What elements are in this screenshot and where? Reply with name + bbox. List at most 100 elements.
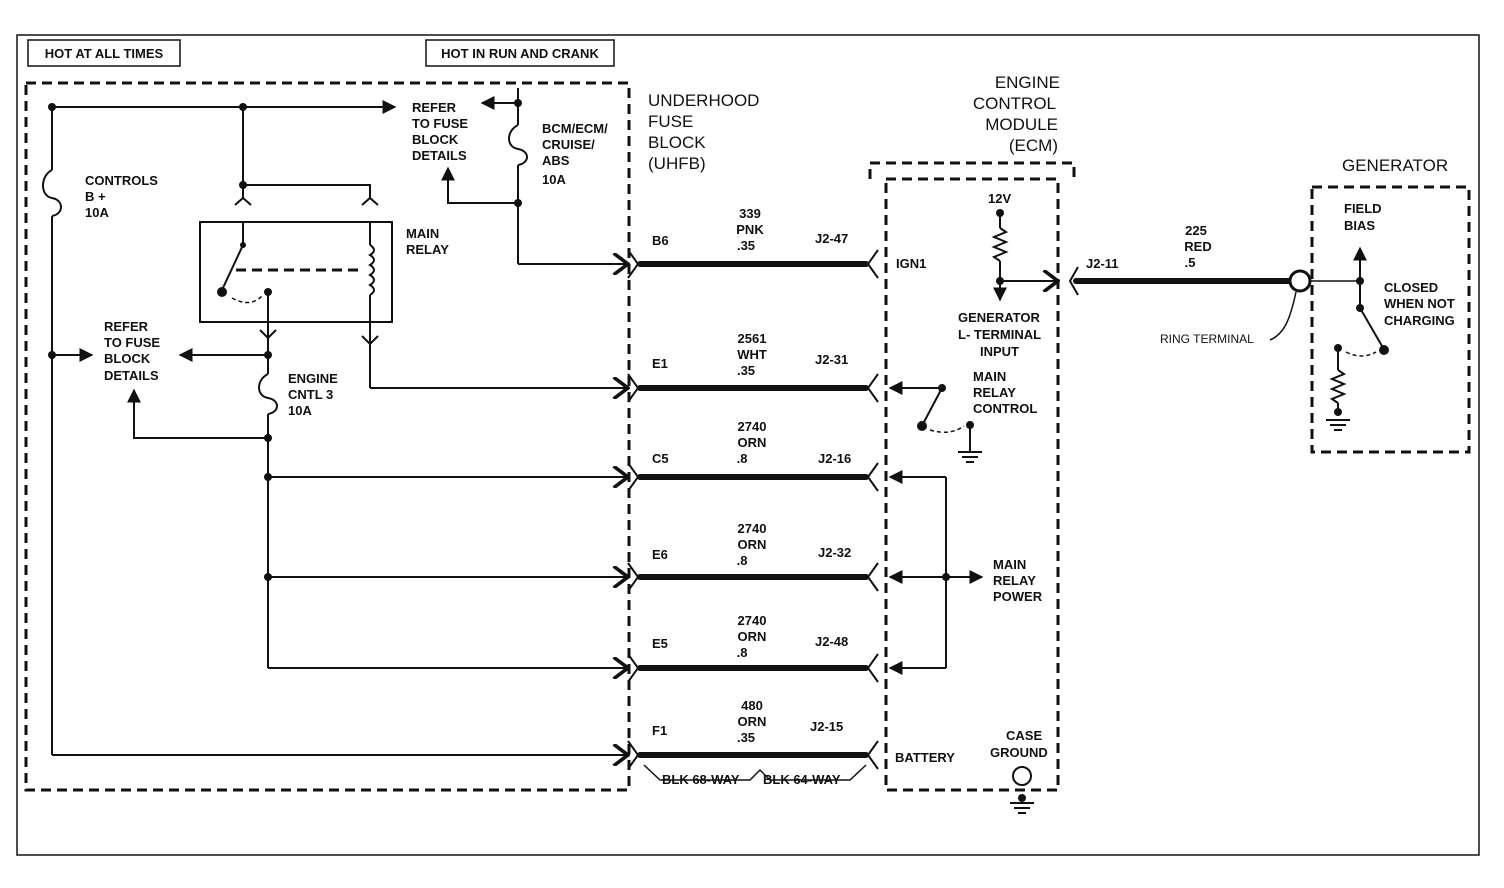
fuse-bcm-1: BCM/ECM/ xyxy=(542,121,608,136)
svg-text:MODULE: MODULE xyxy=(985,115,1058,134)
svg-text:.8: .8 xyxy=(737,553,748,568)
ecm-boundary-top xyxy=(868,161,1076,179)
svg-text:2561: 2561 xyxy=(738,331,767,346)
ecm-title: ENGINE CONTROL MODULE (ECM) xyxy=(973,73,1060,155)
gen-input-3: INPUT xyxy=(980,344,1019,359)
fuse-engine-2: CNTL 3 xyxy=(288,387,333,402)
gen-wire-circuit: 225 xyxy=(1185,223,1207,238)
uhfb-labels: REFER TO FUSE BLOCK DETAILS BCM/ECM/ CRU… xyxy=(85,100,608,418)
svg-text:(ECM): (ECM) xyxy=(1009,136,1058,155)
fuse-controls-2: B + xyxy=(85,189,106,204)
fuse-engine-3: 10A xyxy=(288,403,312,418)
ign1-label: IGN1 xyxy=(896,256,926,271)
main-relay-1: MAIN xyxy=(406,226,439,241)
ecm-internals: IGN1 12V GENERATOR L- TERMINAL INPUT MAI… xyxy=(888,191,1058,814)
closed-1: CLOSED xyxy=(1384,280,1438,295)
relay-control-3: CONTROL xyxy=(973,401,1037,416)
main-relay-box xyxy=(199,221,393,323)
svg-text:ORN: ORN xyxy=(738,537,767,552)
relay-control-2: RELAY xyxy=(973,385,1016,400)
refer-top-2: TO FUSE xyxy=(412,116,468,131)
svg-text:FUSE: FUSE xyxy=(648,112,693,131)
field-bias-1: FIELD xyxy=(1344,201,1382,216)
hot-in-run-label: HOT IN RUN AND CRANK xyxy=(441,46,599,61)
svg-text:UNDERHOOD: UNDERHOOD xyxy=(648,91,759,110)
case-ground-icon xyxy=(1010,802,1034,814)
svg-text:2740: 2740 xyxy=(738,419,767,434)
svg-text:PNK: PNK xyxy=(736,222,764,237)
svg-text:J2-16: J2-16 xyxy=(818,451,851,466)
ground-icon xyxy=(958,451,982,463)
svg-text:.8: .8 xyxy=(737,451,748,466)
field-bias-2: BIAS xyxy=(1344,218,1375,233)
v12-label: 12V xyxy=(988,191,1011,206)
svg-text:WHT: WHT xyxy=(737,347,767,362)
fuse-controls-3: 10A xyxy=(85,205,109,220)
svg-text:J2-47: J2-47 xyxy=(815,231,848,246)
generator-title: GENERATOR xyxy=(1342,156,1448,175)
ecm-boundary xyxy=(884,177,1060,792)
ring-terminal-label: RING TERMINAL xyxy=(1160,332,1254,346)
left-power-wiring xyxy=(42,88,628,755)
svg-text:2740: 2740 xyxy=(738,613,767,628)
generator-wire: J2-11 225 RED .5 RING TERMINAL xyxy=(1068,223,1360,346)
outer-frame xyxy=(16,34,1480,856)
svg-text:J2-32: J2-32 xyxy=(818,545,851,560)
svg-text:.35: .35 xyxy=(737,730,755,745)
relay-power-2: RELAY xyxy=(993,573,1036,588)
svg-text:BLOCK: BLOCK xyxy=(648,133,706,152)
hot-in-run-box: HOT IN RUN AND CRANK xyxy=(425,39,615,67)
fuse-bcm-2: CRUISE/ xyxy=(542,137,595,152)
harness-circuits: B6 339 PNK .35 J2-47 E1 2561 WHT .35 J2-… xyxy=(627,206,879,787)
fuse-bcm-3: ABS xyxy=(542,153,570,168)
svg-text:C5: C5 xyxy=(652,451,669,466)
circuit-row: B6 339 PNK .35 J2-47 xyxy=(637,206,869,267)
case-ground-1: CASE xyxy=(1006,728,1042,743)
circuit-row: C5 2740 ORN .8 J2-16 xyxy=(637,419,869,480)
svg-text:.35: .35 xyxy=(737,238,755,253)
connector-left-label: BLK 68-WAY xyxy=(662,772,740,787)
svg-text:CONTROL: CONTROL xyxy=(973,94,1056,113)
generator-boundary xyxy=(1310,185,1471,454)
battery-label: BATTERY xyxy=(895,750,955,765)
svg-text:J2-15: J2-15 xyxy=(810,719,843,734)
gen-wire-gauge: .5 xyxy=(1185,255,1196,270)
uhfb-boundary xyxy=(24,81,631,792)
relay-power-3: POWER xyxy=(993,589,1043,604)
relay-power-1: MAIN xyxy=(993,557,1026,572)
resistor-icon xyxy=(991,227,1009,262)
svg-text:2740: 2740 xyxy=(738,521,767,536)
uhfb-title: UNDERHOOD FUSE BLOCK (UHFB) xyxy=(648,91,759,173)
svg-text:B6: B6 xyxy=(652,233,669,248)
generator-internals: FIELD BIAS CLOSED WHEN NOT CHARGING xyxy=(1326,201,1455,431)
svg-text:E6: E6 xyxy=(652,547,668,562)
svg-text:.35: .35 xyxy=(737,363,755,378)
hot-at-all-times-label: HOT AT ALL TIMES xyxy=(45,46,164,61)
svg-text:ORN: ORN xyxy=(738,435,767,450)
refer-top-3: BLOCK xyxy=(412,132,459,147)
svg-text:(UHFB): (UHFB) xyxy=(648,154,706,173)
refer-left-3: BLOCK xyxy=(104,351,151,366)
relay-control-1: MAIN xyxy=(973,369,1006,384)
circuit-row: F1 480 ORN .35 J2-15 xyxy=(637,698,869,758)
fuse-engine-1: ENGINE xyxy=(288,371,338,386)
svg-text:J2-31: J2-31 xyxy=(815,352,848,367)
refer-left-1: REFER xyxy=(104,319,149,334)
svg-text:E5: E5 xyxy=(652,636,668,651)
gen-wire-pin: J2-11 xyxy=(1086,256,1119,271)
refer-top-1: REFER xyxy=(412,100,457,115)
hot-at-all-times-box: HOT AT ALL TIMES xyxy=(27,39,181,67)
svg-text:ENGINE: ENGINE xyxy=(995,73,1060,92)
refer-left-2: TO FUSE xyxy=(104,335,160,350)
connector-right-label: BLK 64-WAY xyxy=(763,772,841,787)
gen-input-1: GENERATOR xyxy=(958,310,1040,325)
main-relay-2: RELAY xyxy=(406,242,449,257)
svg-text:.8: .8 xyxy=(737,645,748,660)
closed-3: CHARGING xyxy=(1384,313,1455,328)
refer-left-4: DETAILS xyxy=(104,368,159,383)
generator-resistor-icon xyxy=(1329,369,1347,404)
circuit-row: E1 2561 WHT .35 J2-31 xyxy=(637,331,869,391)
svg-text:E1: E1 xyxy=(652,356,668,371)
refer-top-4: DETAILS xyxy=(412,148,467,163)
svg-text:J2-48: J2-48 xyxy=(815,634,848,649)
